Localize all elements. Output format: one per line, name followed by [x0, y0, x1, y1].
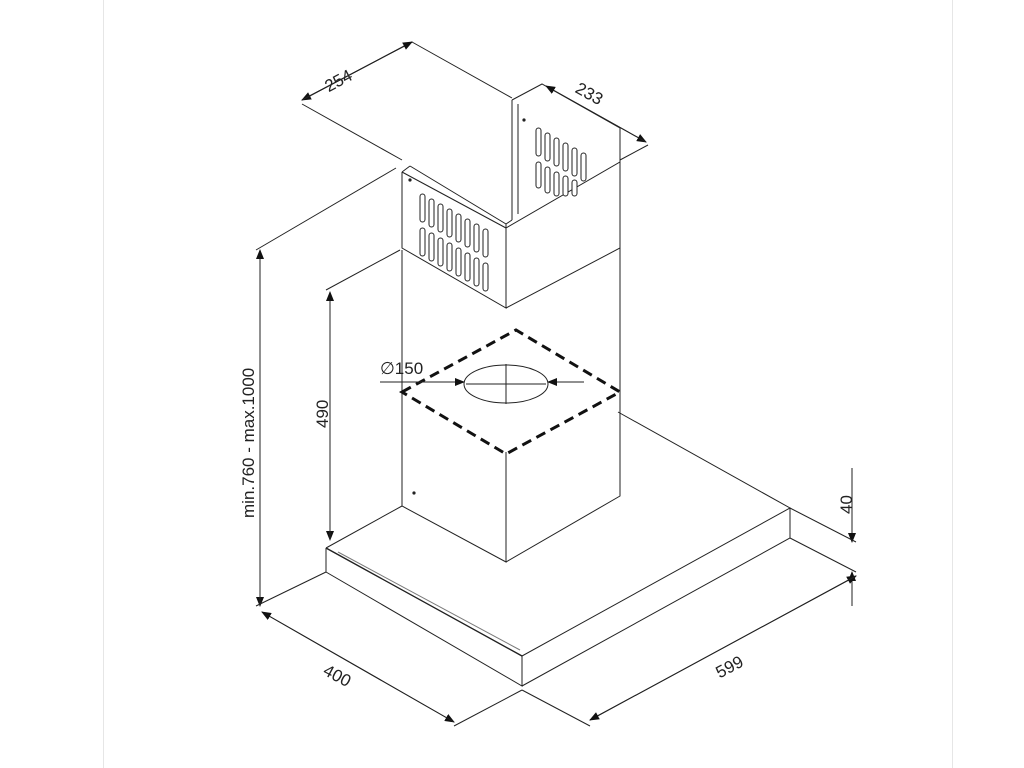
dim-top-depth: 254: [322, 66, 356, 96]
dim-hood-width: 599: [713, 652, 747, 682]
lower-chimney: [401, 248, 621, 563]
upper-chimney: [401, 83, 621, 309]
dim-chimney-height: 490: [313, 400, 332, 428]
section-cut-dashed: [398, 328, 624, 456]
vent-slots-left: [419, 193, 489, 292]
vent-slots-back: [535, 127, 587, 197]
drawing-frame: [103, 0, 953, 768]
duct-outlet: [463, 364, 549, 404]
hood-canopy: [325, 411, 792, 687]
dim-hood-thickness: 40: [837, 495, 856, 514]
dim-total-height: min.760 - max.1000: [239, 368, 258, 518]
dim-hood-depth: 400: [320, 661, 354, 691]
dimension-lines: 254 233 ∅150 490 min.760 - max.1000 40 4…: [239, 41, 857, 727]
dim-diameter: ∅150: [380, 359, 423, 378]
